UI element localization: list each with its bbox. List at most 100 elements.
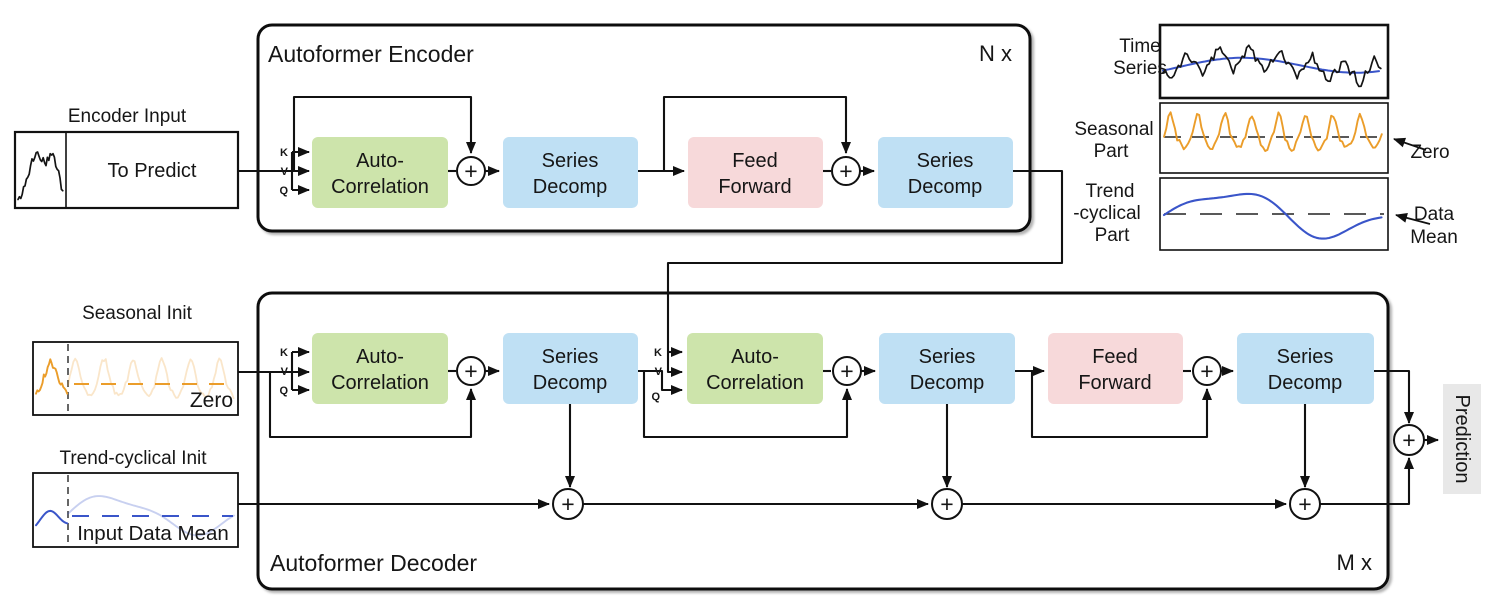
plus-circle-icon: + <box>931 488 963 520</box>
seasonal-part-label-1: Seasonal <box>1074 119 1153 140</box>
dec-line-sd1-q <box>638 369 683 395</box>
plus-circle-icon: + <box>552 488 584 520</box>
plus-icon: + <box>464 358 477 384</box>
decoder-skip1 <box>268 372 476 439</box>
seasonal-init-waveform <box>35 358 69 395</box>
time-series-waveform <box>1162 44 1382 88</box>
encoder-title: Autoformer Encoder <box>268 41 474 67</box>
seasonal-part-label-2: Part <box>1094 141 1130 162</box>
trend-part-label-1: Trend <box>1086 181 1135 202</box>
trend-part-label-2: -cyclical <box>1073 203 1141 224</box>
encoder-input-waveform <box>17 151 64 201</box>
data-mean-annotation-2: Mean <box>1410 227 1458 248</box>
encoder-auto-correlation-block: Auto- Correlation <box>312 137 448 208</box>
plus-icon: + <box>940 491 953 517</box>
series-decomp-label-2: Decomp <box>910 372 984 394</box>
encoder-skip1 <box>292 95 476 171</box>
auto-correlation-rect <box>312 137 448 208</box>
plus-icon: + <box>1402 427 1415 453</box>
seasonal-init-box <box>32 341 239 416</box>
zero-pointer-arrow <box>1393 137 1427 151</box>
series-decomp-label-1: Series <box>542 150 599 172</box>
feed-forward-rect <box>1048 333 1183 404</box>
plus-icon: + <box>561 491 574 517</box>
trend-init-waveform <box>35 509 69 527</box>
plus-icon: + <box>1200 358 1213 384</box>
q-label: Q <box>279 385 288 397</box>
series-decomp-label-1: Series <box>917 150 974 172</box>
time-series-label-2: Series <box>1113 58 1167 79</box>
encoder-to-decoder-line <box>666 169 1064 377</box>
auto-correlation-label-1: Auto- <box>731 346 779 368</box>
prediction-box <box>1443 384 1481 494</box>
v-label: V <box>281 166 289 178</box>
trend-part-waveform <box>1162 192 1383 240</box>
data-mean-annotation-1: Data <box>1414 204 1455 225</box>
k-label: K <box>280 147 288 159</box>
series-decomp-label-2: Decomp <box>533 176 607 198</box>
encoder-input-label: Encoder Input <box>68 106 187 127</box>
trend-init-label: Trend-cyclical Init <box>59 448 207 469</box>
feed-forward-label-1: Feed <box>732 150 778 172</box>
v-label: V <box>281 366 289 378</box>
trend-init-faint-waveform <box>67 495 235 537</box>
seasonal-init-zero-label: Zero <box>190 389 233 412</box>
zero-annotation: Zero <box>1410 142 1449 163</box>
add-nodes: + + + + + + + + + <box>456 156 1425 520</box>
plus-circle-icon: + <box>456 356 486 386</box>
decoder-series-decomp-3-block: Series Decomp <box>1237 333 1374 404</box>
decoder-auto-correlation-1-block: Auto- Correlation <box>312 333 448 404</box>
series-decomp-rect <box>503 333 638 404</box>
auto-correlation-label-1: Auto- <box>356 346 404 368</box>
auto-correlation-label-2: Correlation <box>331 176 429 198</box>
series-decomp-label-2: Decomp <box>1268 372 1342 394</box>
seasonal-init-label: Seasonal Init <box>82 303 193 324</box>
decoder-repeat-count: M x <box>1337 550 1372 575</box>
auto-correlation-rect <box>312 333 448 404</box>
decoder-series-decomp-2-block: Series Decomp <box>879 333 1015 404</box>
auto-correlation-rect <box>687 333 823 404</box>
q-label: Q <box>279 185 288 197</box>
auto-correlation-label-2: Correlation <box>706 372 804 394</box>
series-decomp-rect <box>503 137 638 208</box>
feed-forward-label-2: Forward <box>1078 372 1151 394</box>
data-mean-pointer-arrow <box>1395 212 1431 225</box>
plus-icon: + <box>1298 491 1311 517</box>
series-decomp-label-1: Series <box>542 346 599 368</box>
plus-circle-icon: + <box>1393 424 1425 456</box>
trend-line-to-output <box>1320 457 1414 506</box>
plus-circle-icon: + <box>1192 356 1222 386</box>
decoder-title: Autoformer Decoder <box>270 550 477 576</box>
series-decomp-label-2: Decomp <box>533 372 607 394</box>
plus-circle-icon: + <box>832 356 862 386</box>
encoder-feed-forward-block: Feed Forward <box>688 137 823 208</box>
auto-correlation-label-2: Correlation <box>331 372 429 394</box>
decoder-skip2 <box>642 371 852 439</box>
encoder-input-box <box>13 130 240 210</box>
series-decomp-rect <box>878 137 1013 208</box>
feed-forward-rect <box>688 137 823 208</box>
trend-part-label-3: Part <box>1095 225 1131 246</box>
feed-forward-label-1: Feed <box>1092 346 1138 368</box>
plus-icon: + <box>839 158 852 184</box>
series-decomp-rect <box>1237 333 1374 404</box>
to-predict-label: To Predict <box>108 160 197 182</box>
plus-icon: + <box>464 158 477 184</box>
plus-circle-icon: + <box>1289 488 1321 520</box>
q-label: Q <box>651 391 660 403</box>
plus-circle-icon: + <box>456 156 486 186</box>
decoder-series-decomp-1-block: Series Decomp <box>503 333 638 404</box>
series-decomp-rect <box>879 333 1015 404</box>
k-label: K <box>654 347 662 359</box>
seasonal-init-faint-waveform <box>67 357 235 400</box>
decoder-auto-correlation-2-block: Auto- Correlation <box>687 333 823 404</box>
feed-forward-label-2: Forward <box>718 176 791 198</box>
v-label: V <box>655 366 663 378</box>
encoder-series-decomp-1-block: Series Decomp <box>503 137 638 208</box>
decoder-skip3 <box>1030 371 1212 439</box>
series-decomp-label-1: Series <box>1277 346 1334 368</box>
encoder-skip2 <box>662 95 851 171</box>
seasonal-out-to-sum <box>1374 369 1414 424</box>
